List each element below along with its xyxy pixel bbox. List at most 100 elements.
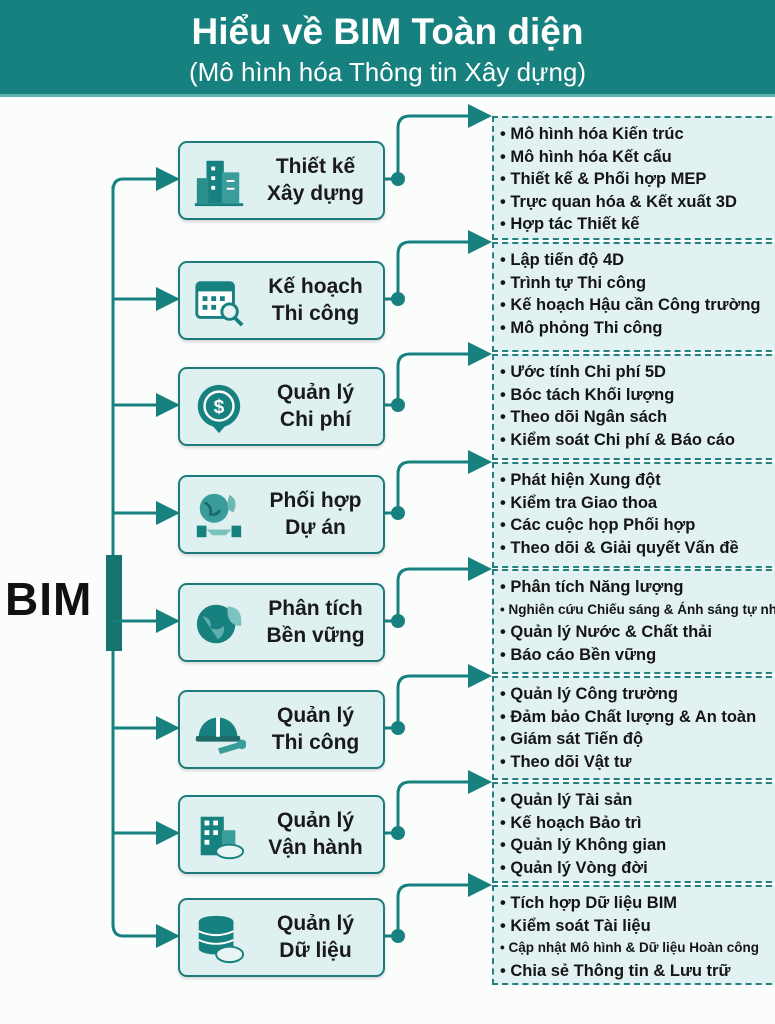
list-item: Kiểm soát Tài liệu bbox=[500, 915, 775, 938]
list-item: Đảm bảo Chất lượng & An toàn bbox=[500, 706, 775, 729]
category-title: Quản lý Thi công bbox=[252, 702, 379, 756]
list-connector bbox=[383, 770, 492, 835]
list-item: Hợp tác Thiết kế bbox=[500, 213, 775, 236]
list-item: Cập nhật Mô hình & Dữ liệu Hoàn công bbox=[500, 937, 775, 960]
category-title-line: Thiết kế bbox=[275, 155, 356, 178]
feature-list: Phát hiện Xung độtKiểm tra Giao thoaCác … bbox=[492, 462, 775, 568]
list-item: Phát hiện Xung đột bbox=[500, 469, 775, 492]
category-title-line: Thi công bbox=[271, 731, 360, 754]
category-box: Quản lý Dữ liệu bbox=[178, 898, 385, 977]
category-title-line: Phối hợp bbox=[269, 489, 362, 512]
list-item: Tích hợp Dữ liệu BIM bbox=[500, 892, 775, 915]
list-item: Quản lý Nước & Chất thải bbox=[500, 621, 775, 644]
feature-list: Tích hợp Dữ liệu BIMKiểm soát Tài liệuCậ… bbox=[492, 885, 775, 985]
category-title-line: Vận hành bbox=[268, 836, 363, 859]
root-label: BIM bbox=[5, 573, 93, 625]
earth-leaf-icon bbox=[196, 604, 242, 644]
category-title-line: Phân tích bbox=[268, 597, 363, 620]
category-title-line: Thi công bbox=[271, 302, 360, 325]
connector-dot bbox=[391, 614, 405, 628]
category-title-line: Dự án bbox=[285, 516, 346, 539]
list-item: Theo dõi Ngân sách bbox=[500, 406, 775, 429]
category-title: Thiết kế Xây dựng bbox=[252, 153, 379, 207]
list-item: Theo dõi & Giải quyết Vấn đề bbox=[500, 537, 775, 560]
list-item: Mô hình hóa Kiến trúc bbox=[500, 123, 775, 146]
category-title-line: Dữ liệu bbox=[279, 939, 352, 962]
category-title-line: Quản lý bbox=[276, 381, 355, 404]
list-item: Mô hình hóa Kết cấu bbox=[500, 146, 775, 169]
database-cloud-icon bbox=[198, 915, 245, 964]
list-connector bbox=[383, 450, 492, 515]
list-item: Quản lý Vòng đời bbox=[500, 857, 775, 880]
hardhat-wrench-icon bbox=[195, 717, 246, 755]
list-connector bbox=[383, 557, 492, 623]
connector-dot bbox=[391, 826, 405, 840]
list-item: Quản lý Công trường bbox=[500, 683, 775, 706]
list-item: Báo cáo Bền vững bbox=[500, 644, 775, 667]
list-connector bbox=[383, 664, 492, 730]
connector-dot bbox=[391, 172, 405, 186]
list-item: Bóc tách Khối lượng bbox=[500, 384, 775, 407]
category-title-line: Xây dựng bbox=[267, 182, 364, 205]
connector-dot bbox=[391, 506, 405, 520]
connector-dot bbox=[391, 398, 405, 412]
category-title-line: Kế hoạch bbox=[268, 275, 363, 298]
category-title: Phân tích Bền vững bbox=[252, 595, 379, 649]
calendar-search-icon bbox=[195, 281, 244, 327]
list-connector bbox=[383, 104, 492, 181]
page-title: Hiểu về BIM Toàn diện bbox=[191, 11, 584, 52]
branch-arrow bbox=[111, 923, 180, 948]
category-title: Quản lý Vận hành bbox=[252, 807, 379, 861]
branch-arrow bbox=[111, 167, 180, 192]
list-item: Trình tự Thi công bbox=[500, 272, 775, 295]
category-box: Quản lý Thi công bbox=[178, 690, 385, 769]
list-item: Kế hoạch Bảo trì bbox=[500, 812, 775, 835]
feature-list: Ước tính Chi phí 5DBóc tách Khối lượngTh… bbox=[492, 354, 775, 460]
category-box: Phối hợp Dự án bbox=[178, 475, 385, 554]
connector-dot bbox=[391, 292, 405, 306]
feature-list: Lập tiến độ 4DTrình tự Thi côngKế hoạch … bbox=[492, 242, 775, 352]
list-item: Ước tính Chi phí 5D bbox=[500, 361, 775, 384]
list-connector bbox=[383, 873, 492, 938]
feature-list: Mô hình hóa Kiến trúcMô hình hóa Kết cấu… bbox=[492, 116, 775, 240]
list-item: Các cuộc họp Phối hợp bbox=[500, 514, 775, 537]
connector-dot bbox=[391, 929, 405, 943]
list-item: Kiểm soát Chi phí & Báo cáo bbox=[500, 429, 775, 452]
category-title: Quản lý Dữ liệu bbox=[252, 910, 379, 964]
building-icon bbox=[194, 160, 244, 207]
list-item: Kế hoạch Hậu cần Công trường bbox=[500, 294, 775, 317]
list-item: Chia sẻ Thông tin & Lưu trữ bbox=[500, 960, 775, 983]
list-connector bbox=[383, 342, 492, 407]
list-item: Nghiên cứu Chiếu sáng & Ánh sáng tự nhiê… bbox=[500, 599, 775, 622]
facility-cloud-icon bbox=[200, 816, 245, 860]
feature-list: Quản lý Công trườngĐảm bảo Chất lượng & … bbox=[492, 676, 775, 780]
category-box: Phân tích Bền vững bbox=[178, 583, 385, 662]
category-title-line: Quản lý bbox=[276, 704, 355, 727]
category-title-line: Quản lý bbox=[276, 809, 355, 832]
list-item: Trực quan hóa & Kết xuất 3D bbox=[500, 191, 775, 214]
category-title: Phối hợp Dự án bbox=[252, 487, 379, 541]
list-item: Quản lý Tài sản bbox=[500, 789, 775, 812]
header-banner: Hiểu về BIM Toàn diện (Mô hình hóa Thông… bbox=[0, 0, 775, 97]
category-title-line: Bền vững bbox=[266, 624, 365, 647]
page-subtitle: (Mô hình hóa Thông tin Xây dựng) bbox=[188, 57, 587, 87]
list-item: Quản lý Không gian bbox=[500, 834, 775, 857]
category-box: $ Quản lý Chi phí bbox=[178, 367, 385, 446]
list-item: Thiết kế & Phối hợp MEP bbox=[500, 168, 775, 191]
list-item: Kiểm tra Giao thoa bbox=[500, 492, 775, 515]
category-title-line: Chi phí bbox=[279, 408, 352, 431]
list-item: Mô phỏng Thi công bbox=[500, 317, 775, 340]
category-box: Kế hoạch Thi công bbox=[178, 261, 385, 340]
list-item: Phân tích Năng lượng bbox=[500, 576, 775, 599]
list-item: Giám sát Tiến độ bbox=[500, 728, 775, 751]
connector-dot bbox=[391, 721, 405, 735]
list-item: Theo dõi Vật tư bbox=[500, 751, 775, 774]
dollar-shield-icon: $ bbox=[197, 384, 241, 434]
list-connector bbox=[383, 230, 492, 301]
feature-list: Phân tích Năng lượngNghiên cứu Chiếu sán… bbox=[492, 569, 775, 674]
category-title: Quản lý Chi phí bbox=[252, 379, 379, 433]
svg-text:$: $ bbox=[214, 397, 225, 418]
feature-list: Quản lý Tài sảnKế hoạch Bảo trìQuản lý K… bbox=[492, 782, 775, 883]
list-item: Lập tiến độ 4D bbox=[500, 249, 775, 272]
